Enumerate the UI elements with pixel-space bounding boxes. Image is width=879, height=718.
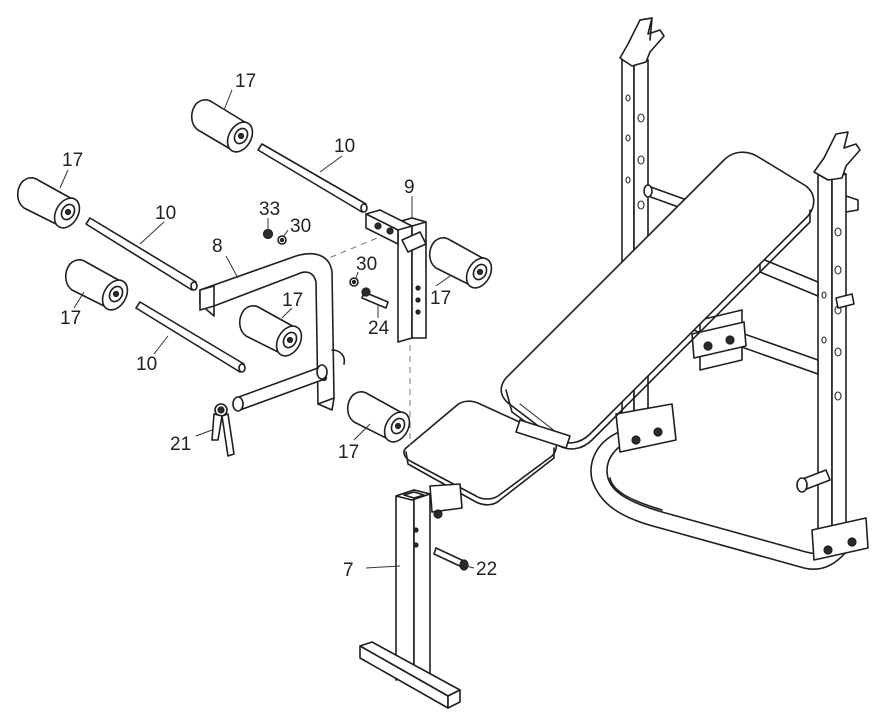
- part-label-30: 30: [290, 216, 311, 237]
- seat-pad: [403, 400, 571, 519]
- part-label-17: 17: [338, 442, 359, 463]
- front-leg: [359, 489, 461, 709]
- part-label-22: 22: [476, 559, 497, 580]
- nut-33: [262, 228, 274, 240]
- part-label-17: 17: [430, 288, 451, 309]
- part-label-17: 17: [62, 150, 83, 171]
- leg-extension-bracket: [365, 209, 427, 343]
- part-label-24: 24: [368, 318, 390, 339]
- part-label-10: 10: [334, 136, 355, 157]
- leader-lines: [59, 89, 475, 569]
- washer-30-lower: [349, 277, 359, 287]
- rod-10-lower: [135, 301, 246, 373]
- washer-30-upper: [277, 235, 287, 245]
- part-labels: 17 10 17 10 9 33 30 8 30 17 17 24 17 10 …: [60, 71, 497, 581]
- part-label-10: 10: [136, 354, 157, 375]
- part-label-17: 17: [60, 308, 81, 329]
- foam-roller: [190, 99, 254, 153]
- spring-pin-21: [211, 403, 235, 457]
- part-label-30: 30: [356, 254, 377, 275]
- part-label-21: 21: [170, 434, 191, 455]
- part-label-17: 17: [235, 71, 256, 92]
- part-label-9: 9: [404, 177, 415, 198]
- rod-10-upper: [257, 143, 368, 213]
- foam-roller: [346, 391, 411, 443]
- bolt-24: [361, 287, 389, 309]
- foam-roller: [428, 237, 493, 289]
- foam-roller: [64, 259, 129, 311]
- part-label-8: 8: [212, 236, 223, 257]
- rod-10-middle: [85, 217, 198, 291]
- foam-roller: [238, 305, 303, 357]
- part-label-10: 10: [155, 203, 176, 224]
- part-label-33: 33: [259, 199, 280, 220]
- part-label-17: 17: [282, 290, 303, 311]
- foam-roller: [16, 177, 81, 229]
- leg-developer-arm: [199, 252, 346, 412]
- bolt-22: [433, 547, 469, 571]
- part-label-7: 7: [343, 560, 354, 581]
